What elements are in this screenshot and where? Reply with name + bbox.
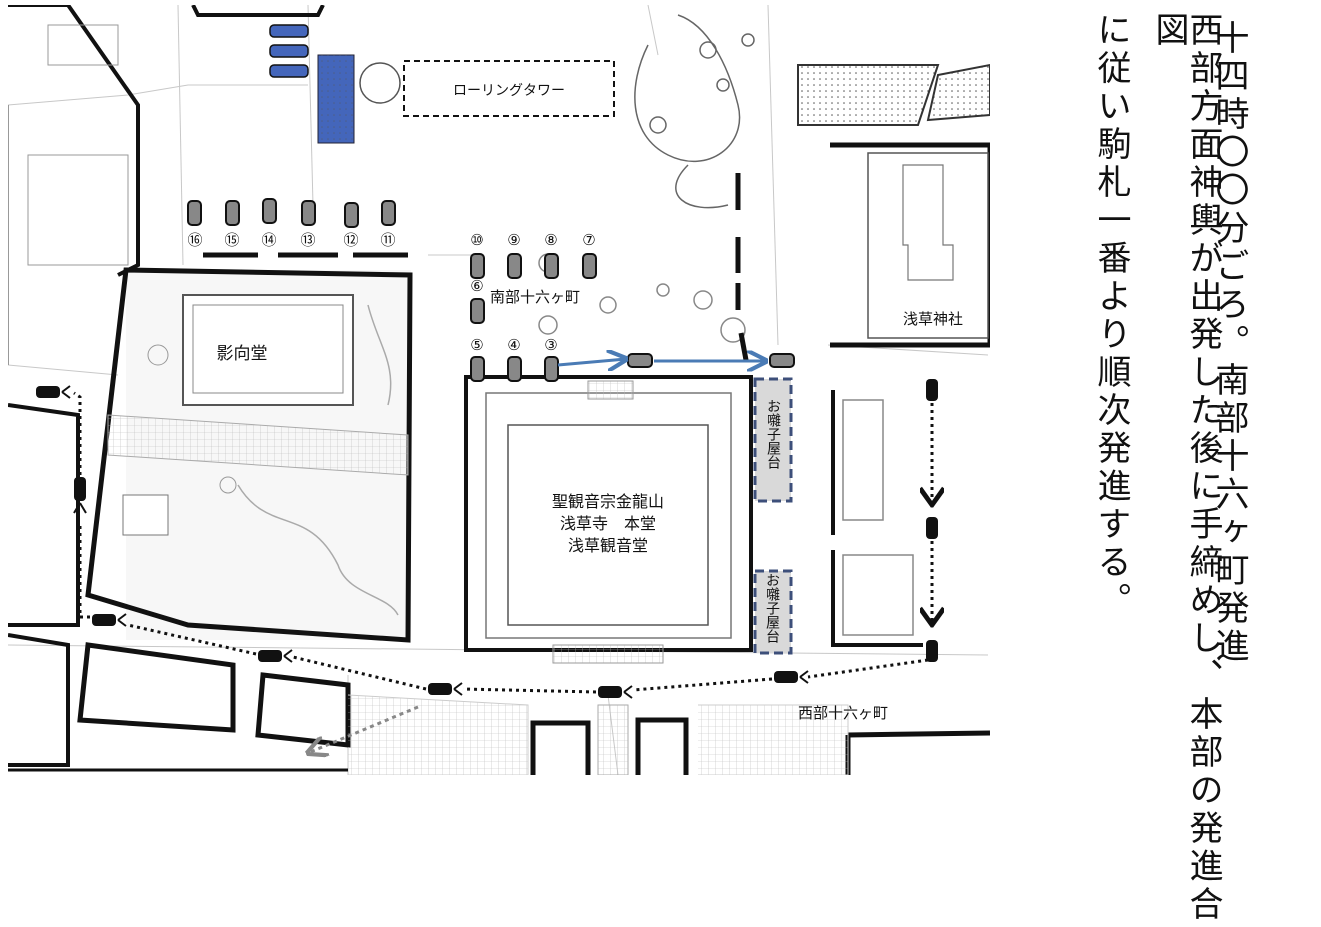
slot-number: ④: [507, 336, 520, 354]
caption-column-2: 西部方面神輿が出発した後に手締めし、本部の発進合図: [1149, 12, 1223, 924]
slot-number: ⑧: [544, 231, 557, 249]
slot-number: ⑥: [470, 277, 483, 295]
east-route: [926, 379, 938, 662]
rolling-tower-label: ローリングタワー: [453, 83, 565, 99]
hayashi-stage-1: [753, 377, 793, 503]
main-hall: 聖観音宗金龍山 浅草寺 本堂 浅草観音堂: [464, 375, 753, 664]
barriers: [203, 173, 749, 361]
slot-numbers: ⑯ ⑮ ⑭ ⑬ ⑫ ⑪ ⑩ ⑨ ⑧ ⑦ ⑥ ⑤ ④ ③: [187, 231, 595, 354]
slot-number: ③: [544, 336, 557, 354]
buildings-south: [347, 694, 849, 775]
main-hall-label-2: 浅草寺 本堂: [560, 514, 656, 533]
caption-column-3: に従い駒札一番より順次発進する。: [1091, 12, 1131, 620]
hayashi-label-2: お囃子屋台: [764, 573, 780, 643]
north-garden: [634, 14, 755, 209]
blue-route: [557, 359, 766, 365]
blue-mikoshi-stack: [269, 24, 309, 78]
slot-number: ⑭: [261, 231, 276, 249]
slot-number: ⑯: [187, 231, 202, 249]
tree-circle: [359, 62, 401, 104]
eikodo-label: 影向堂: [217, 344, 268, 364]
slot-number: ⑮: [224, 231, 239, 249]
rolling-tower: ローリングタワー: [403, 60, 615, 117]
slot-number: ⑤: [470, 336, 483, 354]
hayashi-label-1: お囃子屋台: [765, 399, 781, 469]
slot-number: ⑫: [343, 231, 358, 249]
caption-column-1: 十四時〇〇分ごろ。南部十六ヶ町発進: [1209, 20, 1249, 666]
asakusa-shrine-label: 浅草神社: [903, 310, 963, 328]
hayashi-stage-2: [753, 569, 793, 655]
seibu-label: 西部十六ヶ町: [798, 704, 888, 722]
slot-number: ⑬: [300, 231, 315, 249]
northeast-area: [797, 63, 990, 126]
slot-number: ⑩: [470, 231, 483, 249]
slot-number: ⑪: [380, 231, 395, 249]
main-hall-label-1: 聖観音宗金龍山: [552, 492, 664, 511]
south-route: [36, 385, 929, 753]
asakusa-shrine: 浅草神社: [830, 142, 990, 348]
mikoshi-slots: [187, 198, 795, 382]
festival-route-map: ローリングタワー 浅草神社: [8, 5, 990, 775]
nanbu-label: 南部十六ヶ町: [490, 288, 580, 306]
slot-number: ⑦: [582, 231, 595, 249]
buildings-west: [8, 403, 351, 772]
slot-number: ⑨: [507, 231, 520, 249]
main-hall-label-3: 浅草観音堂: [568, 536, 648, 555]
eikodo-block: [85, 267, 413, 643]
